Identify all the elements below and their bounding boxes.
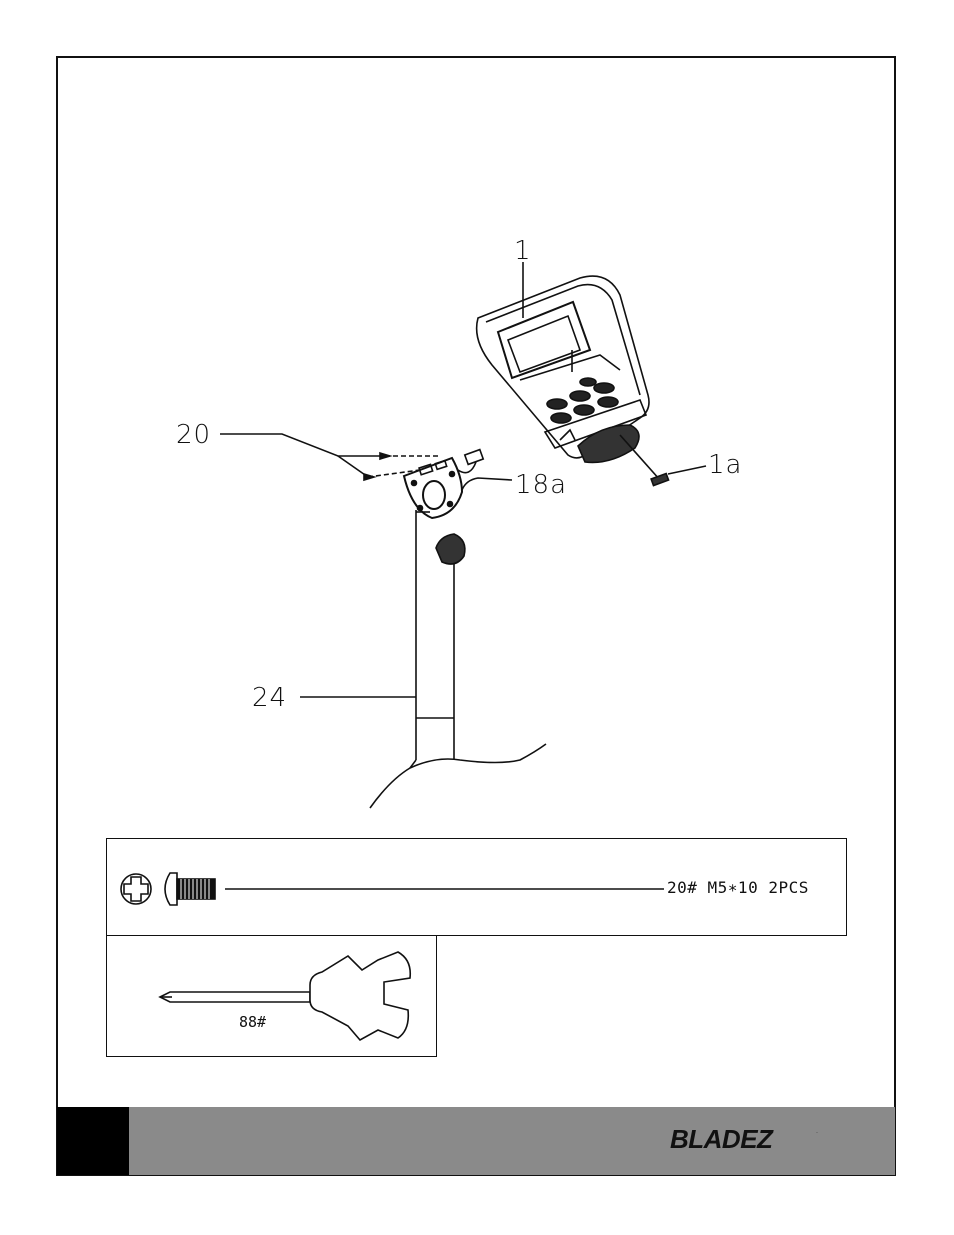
console-buttons — [546, 377, 619, 424]
console-unit — [475, 275, 650, 464]
callout-console: 1 — [514, 236, 532, 266]
screwdriver-wrench-icon — [158, 951, 412, 1042]
screw-icon — [164, 872, 216, 906]
tool-panel — [106, 935, 437, 1057]
footer-bar — [57, 1107, 895, 1175]
callout-screws: 20 — [176, 420, 212, 450]
brand-mark: · — [816, 1130, 818, 1136]
console-bracket — [402, 456, 464, 520]
screw-spec: 20# M5∗10 2PCS — [667, 878, 809, 897]
tool-label: 88# — [239, 1013, 267, 1031]
callout-mast: 24 — [252, 683, 288, 713]
page-frame — [56, 56, 896, 1176]
phillips-head-icon — [120, 873, 152, 905]
callout-console-pin: 1a — [708, 450, 743, 480]
footer-page-tab — [57, 1107, 129, 1175]
brand-logo: BLADEZ — [670, 1124, 773, 1154]
console-mast — [415, 510, 466, 760]
callout-bracket: 18a — [515, 470, 568, 500]
hardware-panel — [106, 838, 847, 936]
